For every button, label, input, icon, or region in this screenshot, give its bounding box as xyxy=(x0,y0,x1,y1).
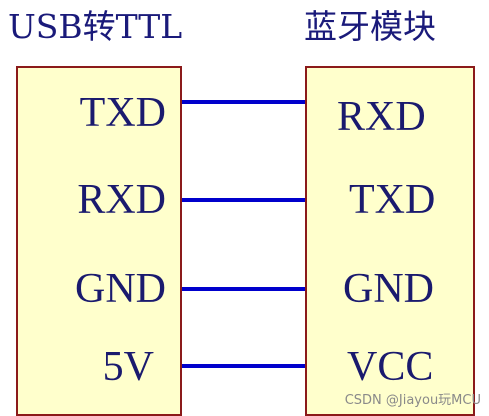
right-pin-gnd: GND xyxy=(343,266,434,312)
wire-rxd-txd xyxy=(182,198,305,202)
right-module-title: 蓝牙模块 xyxy=(304,7,436,46)
left-pin-rxd: RXD xyxy=(77,177,166,223)
left-pin-txd: TXD xyxy=(79,90,166,136)
right-pin-txd: TXD xyxy=(349,177,436,223)
bluetooth-module-box: RXD TXD GND VCC xyxy=(305,66,475,416)
left-pin-5v: 5V xyxy=(102,344,154,390)
left-module-title: USB转TTL xyxy=(8,7,183,46)
left-pin-gnd: GND xyxy=(75,266,166,312)
wire-gnd-gnd xyxy=(182,287,305,291)
watermark: CSDN @Jiayou玩MCU xyxy=(344,393,481,408)
right-pin-rxd: RXD xyxy=(337,94,426,140)
right-pin-vcc: VCC xyxy=(347,344,434,390)
usb-ttl-module-box: TXD RXD GND 5V xyxy=(16,66,182,416)
wire-txd-rxd xyxy=(182,100,305,104)
wire-5v-vcc xyxy=(182,364,305,368)
